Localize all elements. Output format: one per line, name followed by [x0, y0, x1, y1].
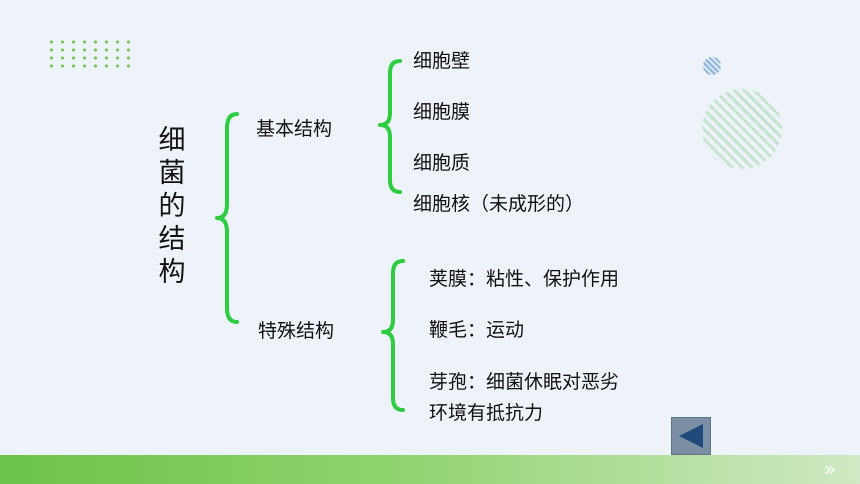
- basic-item: 细胞壁: [413, 50, 471, 72]
- bottom-bar: »: [0, 455, 860, 484]
- back-button[interactable]: [671, 417, 711, 455]
- special-item: 环境有抵抗力: [429, 402, 544, 424]
- decorative-striped-circle-small: [703, 57, 721, 75]
- back-arrow-icon: [679, 424, 703, 448]
- basic-structure-brace: [378, 59, 402, 194]
- basic-structure-label: 基本结构: [256, 118, 333, 140]
- decorative-dot-grid: [46, 38, 138, 70]
- special-item: 鞭毛：运动: [429, 319, 525, 341]
- basic-item: 细胞膜: [413, 101, 471, 123]
- main-brace: [215, 112, 239, 324]
- special-structure-brace: [381, 259, 405, 412]
- double-chevron-right-icon[interactable]: »: [823, 457, 836, 481]
- special-structure-label: 特殊结构: [258, 320, 335, 342]
- special-item: 芽孢：细菌休眠对恶劣: [429, 371, 620, 393]
- basic-item: 细胞质: [413, 152, 471, 174]
- decorative-striped-circle-large: [702, 89, 782, 169]
- special-item: 荚膜：粘性、保护作用: [429, 268, 620, 290]
- basic-item: 细胞核（未成形的）: [413, 193, 585, 215]
- diagram-title: 细菌的结构: [158, 125, 186, 288]
